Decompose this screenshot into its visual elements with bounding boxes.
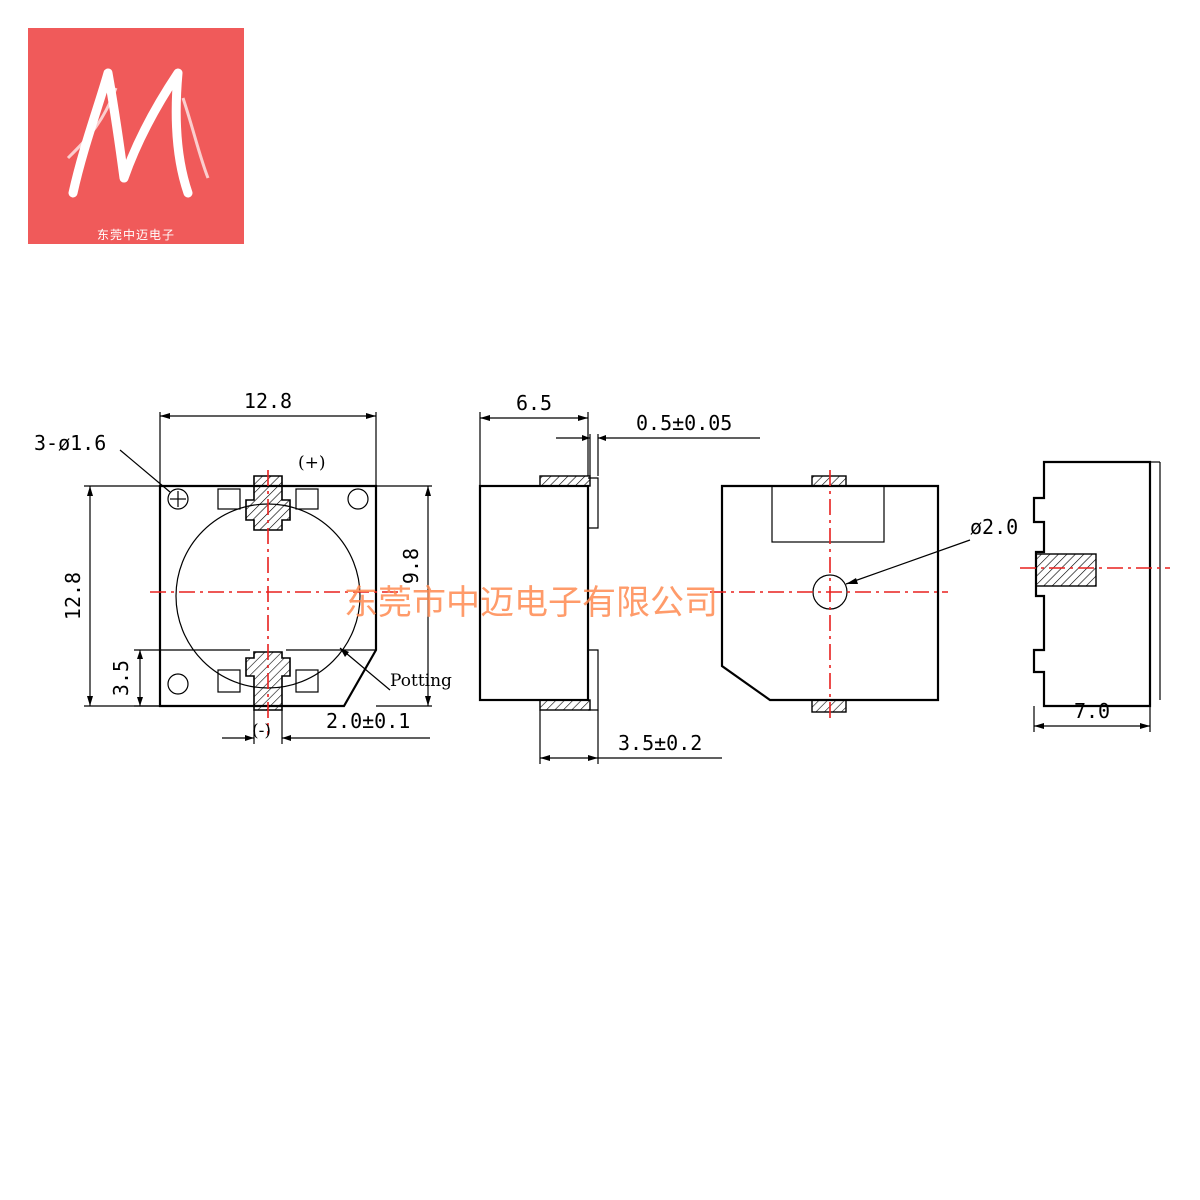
front-height-dim: 12.8 bbox=[61, 572, 85, 620]
diameter-dim: 9.8 bbox=[399, 548, 423, 584]
side-terminal-top bbox=[539, 475, 591, 487]
end-view: 7.0 bbox=[1020, 460, 1170, 732]
end-body-outline bbox=[1032, 460, 1152, 708]
hole-diameter-dim: ø2.0 bbox=[970, 515, 1018, 539]
front-body-outline bbox=[158, 484, 378, 708]
terminal-length-dim: 3.5±0.2 bbox=[618, 731, 702, 755]
end-width-dim: 7.0 bbox=[1074, 699, 1110, 723]
potting-label: Potting bbox=[390, 671, 452, 691]
mounting-hole-1 bbox=[167, 488, 189, 510]
pin-offset-dim: 3.5 bbox=[109, 660, 133, 696]
terminal-thickness-dim: 0.5±0.05 bbox=[636, 411, 732, 435]
company-watermark: 东莞市中迈电子有限公司 bbox=[344, 583, 718, 623]
hole-note: 3-ø1.6 bbox=[34, 431, 106, 455]
positive-label: (+) bbox=[298, 453, 326, 473]
negative-label: (-) bbox=[252, 721, 271, 741]
mounting-hole-2 bbox=[347, 488, 369, 510]
pin-width-dim: 2.0±0.1 bbox=[326, 709, 410, 733]
side-view: 6.5 0.5±0.05 3.5±0.2 bbox=[478, 391, 760, 764]
side-body-outline bbox=[478, 484, 590, 702]
top-body-outline bbox=[720, 484, 940, 702]
mounting-hole-3 bbox=[167, 673, 189, 695]
end-terminal bbox=[1035, 553, 1097, 587]
top-view: ø2.0 bbox=[710, 470, 1018, 720]
logo-m-glyph bbox=[66, 68, 210, 198]
side-depth-dim: 6.5 bbox=[516, 391, 552, 415]
front-view: 12.8 12.8 3-ø1.6 (+) 9.8 3.5 Potting bbox=[34, 389, 452, 744]
side-terminal-bottom bbox=[539, 699, 591, 711]
front-width-dim: 12.8 bbox=[244, 389, 292, 413]
brand-logo: 东莞中迈电子 bbox=[28, 28, 244, 244]
logo-caption: 东莞中迈电子 bbox=[96, 228, 175, 242]
